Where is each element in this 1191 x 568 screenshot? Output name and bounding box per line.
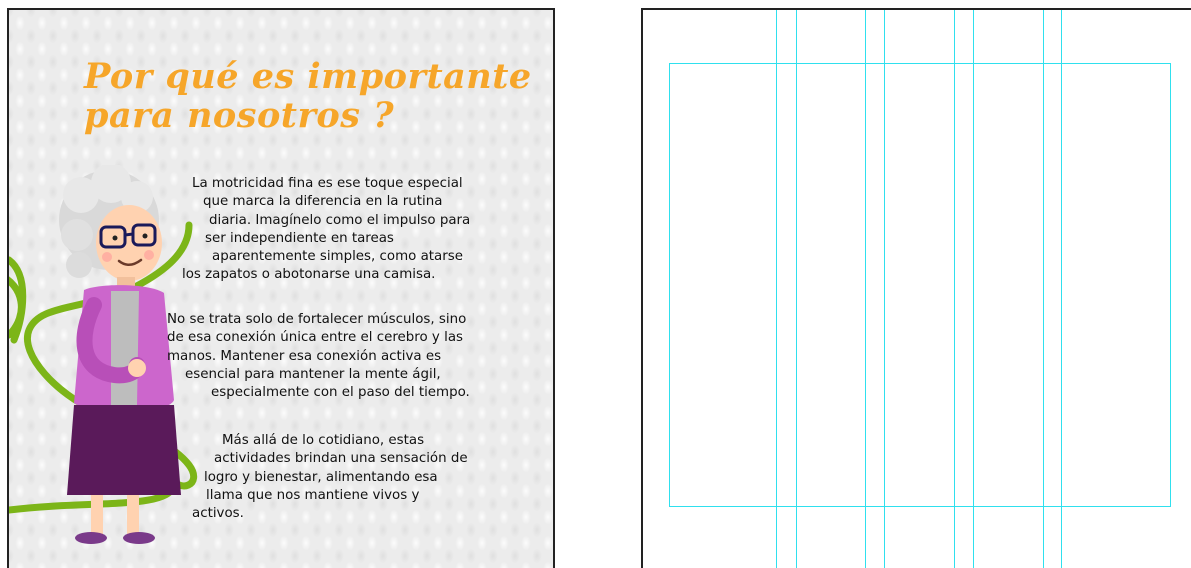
text-line: No se trata solo de fortalecer músculos,… (167, 312, 467, 327)
grandmother-illustration (9, 165, 198, 544)
text-line: activos. (192, 506, 244, 522)
text-line: que marca la diferencia en la rutina (203, 194, 443, 210)
page-left-spread: Por qué es importante para nosotros ? La… (7, 8, 555, 568)
text-line: ser independiente en tareas (205, 230, 394, 246)
text-line: aparentemente simples, como atarse (212, 249, 463, 265)
text-line: los zapatos o abotonarse una camisa. (182, 267, 436, 283)
text-line: llama que nos mantiene vivos y (206, 487, 420, 503)
text-line: especialmente con el paso del tiempo. (211, 385, 470, 401)
yarn-loop (9, 276, 25, 339)
column-guide (796, 10, 797, 568)
page-title: Por qué es importante para nosotros ? (84, 56, 532, 136)
column-guide (776, 10, 777, 568)
column-guide (973, 10, 974, 568)
face (96, 205, 162, 281)
paragraph-bienestar: Más allá de lo cotidiano, estas activida… (192, 432, 468, 523)
text-line: Más allá de lo cotidiano, estas (222, 433, 425, 448)
text-line: manos. Mantener esa conexión activa es (167, 348, 442, 364)
column-guide (954, 10, 955, 568)
paragraph-conexion: No se trata solo de fortalecer músculos,… (167, 311, 470, 402)
column-guide (884, 10, 885, 568)
text-line: logro y bienestar, alimentando esa (204, 469, 438, 485)
column-guide (865, 10, 866, 568)
margin-guide-box (669, 63, 1171, 507)
text-line: de esa conexión única entre el cerebro y… (167, 330, 464, 346)
glasses (99, 225, 127, 249)
text-line: La motricidad fina es ese toque especial (192, 176, 463, 191)
paragraph-motricidad: La motricidad fina es ese toque especial… (182, 175, 471, 285)
skirt (67, 405, 181, 495)
text-line: diaria. Imagínelo como el impulso para (209, 212, 471, 228)
text-line: esencial para mantener la mente ágil, (185, 366, 441, 382)
text-line: actividades brindan una sensación de (214, 451, 468, 467)
shoe (75, 532, 107, 544)
column-guide (1061, 10, 1062, 568)
column-guide (1043, 10, 1044, 568)
page-right-blank (641, 8, 1191, 568)
